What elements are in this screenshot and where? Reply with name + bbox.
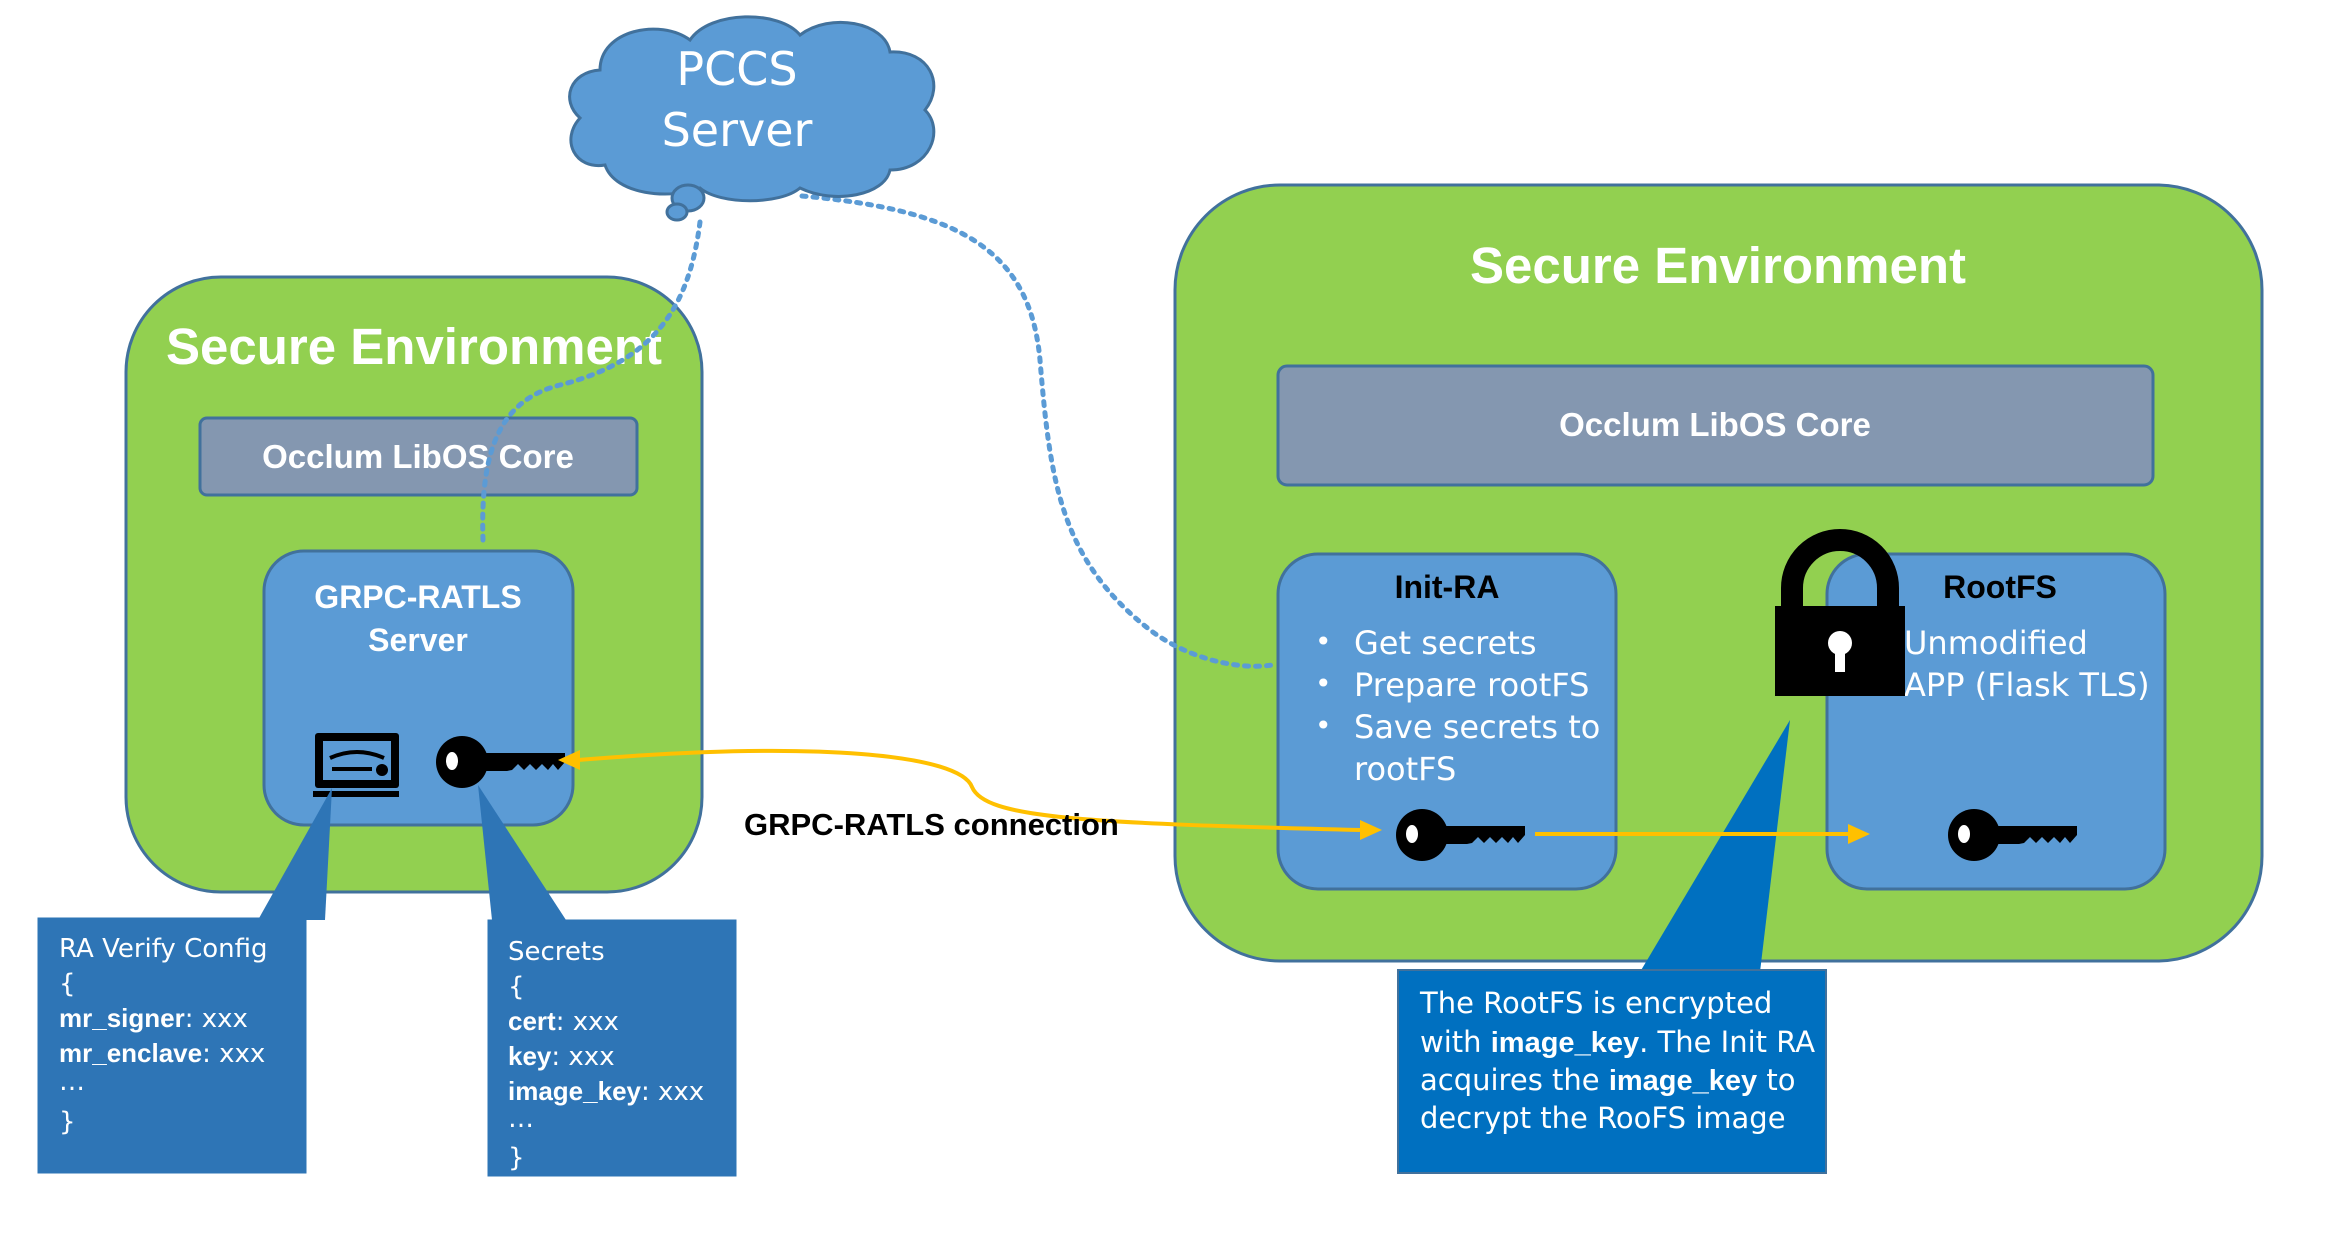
- rootfs-note-box: [1397, 969, 1827, 1174]
- grpc-ratls-server-line1: GRPC-RATLS: [314, 579, 521, 615]
- ra-config-close-brace: }: [59, 1107, 76, 1137]
- ra-config-row: mr_enclave: xxx: [59, 1038, 265, 1069]
- init-ra-title: Init-RA: [1395, 569, 1500, 605]
- secrets-row: image_key: xxx: [508, 1076, 704, 1107]
- init-ra-bullet: Save secrets to: [1354, 708, 1600, 746]
- pccs-server-line1: PCCS: [676, 42, 797, 96]
- bullet-dot: •: [1315, 667, 1332, 700]
- grpc-ratls-server-line2: Server: [368, 622, 468, 658]
- ra-config-callout-pointer: [258, 788, 332, 920]
- bullet-dot: •: [1315, 625, 1332, 658]
- secrets-open-brace: {: [508, 972, 525, 1002]
- secrets-title: Secrets: [508, 937, 605, 967]
- right-secure-environment: Secure Environment Occlum LibOS Core Ini…: [1173, 183, 2264, 963]
- rootfs-app-line1: Unmodified: [1904, 624, 2088, 662]
- grpc-ratls-connection-label: GRPC-RATLS connection: [744, 807, 1119, 842]
- init-ra-box: [1276, 552, 1618, 891]
- ra-config-ellipsis: …: [59, 1067, 85, 1097]
- secrets-row: key: xxx: [508, 1041, 615, 1072]
- grpc-ratls-connection-arrow: [577, 749, 1361, 832]
- init-ra-bullet: Prepare rootFS: [1354, 666, 1589, 704]
- left-occlum-core-box: [198, 416, 639, 497]
- secrets-row: cert: xxx: [508, 1006, 619, 1037]
- right-occlum-core-box: [1276, 364, 2155, 487]
- init-ra-bullet: rootFS: [1354, 750, 1456, 788]
- pccs-dotted-connector-left: [480, 219, 703, 543]
- rootfs-title: RootFS: [1943, 569, 2057, 605]
- bullet-dot: •: [1315, 709, 1332, 742]
- pccs-server-line2: Server: [662, 103, 813, 157]
- ra-verify-config-box: [37, 917, 307, 1174]
- arrowhead-right: [1360, 820, 1382, 840]
- secrets-close-brace: }: [508, 1143, 525, 1173]
- note-line: acquires the image_key to: [1420, 1063, 1796, 1097]
- left-occlum-core-label: Occlum LibOS Core: [262, 438, 574, 475]
- padlock-icon: [1775, 529, 1905, 696]
- ra-config-row: mr_signer: xxx: [59, 1003, 248, 1034]
- note-callout-pointer: [1640, 720, 1790, 972]
- ra-config-open-brace: {: [59, 969, 76, 999]
- right-occlum-core-label: Occlum LibOS Core: [1559, 406, 1871, 443]
- ra-config-title: RA Verify Config: [59, 934, 268, 964]
- secrets-ellipsis: …: [508, 1104, 534, 1134]
- init-ra-bullet: Get secrets: [1354, 624, 1537, 662]
- secrets-callout-pointer: [478, 785, 566, 920]
- note-line: with image_key. The Init RA: [1420, 1025, 1815, 1059]
- left-env-title: Secure Environment: [166, 318, 662, 375]
- arrowhead-rootfs: [1848, 824, 1870, 844]
- arrowhead-left: [558, 750, 580, 770]
- cloud-icon: [568, 15, 936, 222]
- note-line: The RootFS is encrypted: [1419, 986, 1772, 1020]
- rootfs-box: [1825, 552, 2167, 891]
- certificate-icon: [313, 733, 399, 797]
- init-ra-bullets: • Get secrets • Prepare rootFS • Save se…: [1315, 624, 1600, 788]
- rootfs-app-line2: APP (Flask TLS): [1904, 666, 2150, 704]
- secrets-box: [487, 919, 737, 1177]
- note-line: decrypt the RooFS image: [1420, 1101, 1786, 1135]
- left-secure-environment: Secure Environment Occlum LibOS Core GRP…: [124, 275, 704, 894]
- right-env-title: Secure Environment: [1470, 237, 1966, 294]
- pccs-dotted-connector-right: [799, 193, 1275, 669]
